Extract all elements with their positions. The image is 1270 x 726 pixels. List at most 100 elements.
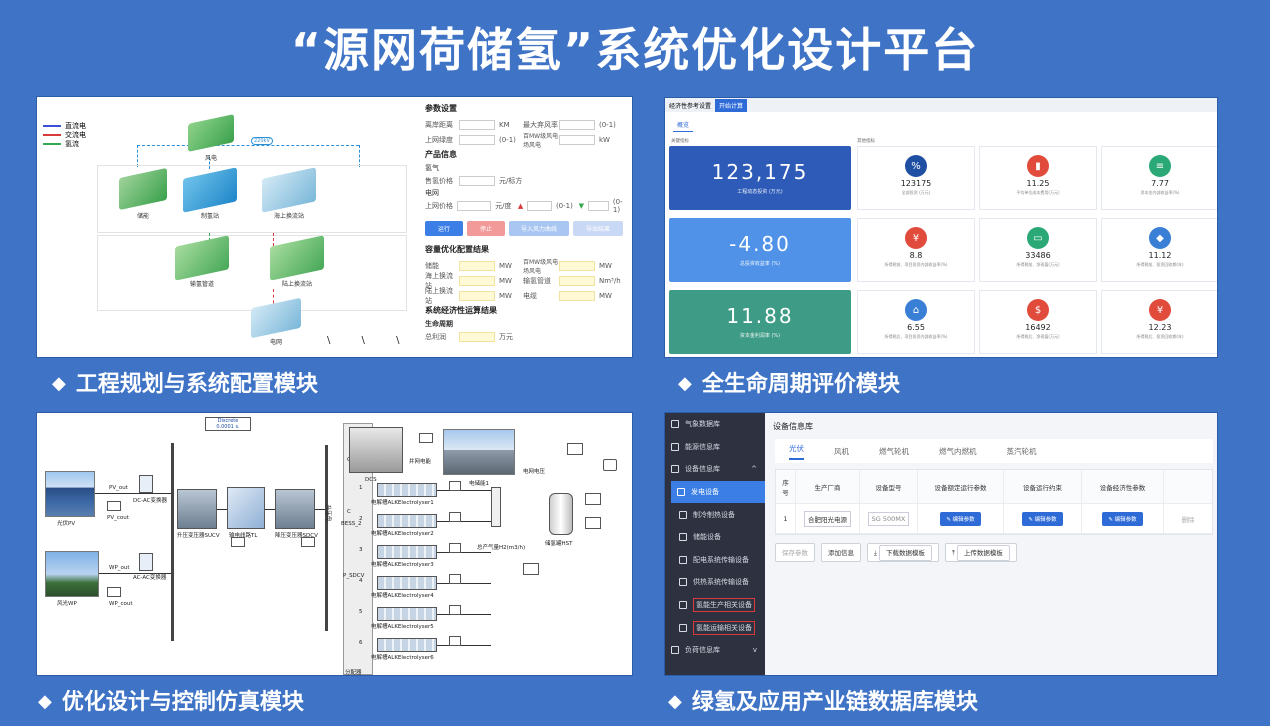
electrolyser-block[interactable]	[377, 545, 437, 559]
tab-gas-turbine[interactable]: 燃气轮机	[879, 446, 909, 456]
sidebar-item[interactable]: 能源信息库	[665, 436, 765, 459]
electrolyser-scope[interactable]	[449, 481, 461, 491]
grid-price-input[interactable]	[457, 200, 492, 211]
sidebar-item[interactable]: 发电设备	[671, 480, 765, 504]
upload-template-button[interactable]: ⤒ 上传数据模板	[944, 543, 1017, 562]
action-buttons: 运行 停止 导入风力曲线 导出结果	[425, 221, 628, 236]
sidebar-item[interactable]: 配电系统传输设备	[665, 549, 765, 572]
econ-title: 系统经济性运算结果	[425, 306, 497, 315]
params-title: 参数设置	[425, 104, 457, 113]
coins-icon: ¥	[1149, 299, 1171, 321]
db-tabs: 光伏 风机 燃气轮机 燃气内燃机 蒸汽轮机	[775, 439, 1213, 463]
sidebar-item[interactable]: 气象数据库	[665, 413, 765, 436]
electrolyser-block[interactable]	[377, 638, 437, 652]
electrolyser-scope[interactable]	[449, 636, 461, 646]
electrolyser-scope[interactable]	[449, 543, 461, 553]
sidebar-item[interactable]: 储能设备	[665, 526, 765, 549]
start-calc-button[interactable]: 开始计算	[715, 98, 748, 112]
hst-tank[interactable]	[549, 493, 573, 535]
h2-price-input[interactable]	[459, 175, 495, 186]
db-main: 设备信息库 光伏 风机 燃气轮机 燃气内燃机 蒸汽轮机 序号 生产厂商 设备型号…	[765, 413, 1217, 675]
caption-planning: ◆工程规划与系统配置模块	[52, 372, 318, 397]
electrolyser-block[interactable]	[377, 576, 437, 590]
edit-constraint-button[interactable]: ✎ 编辑参数	[1022, 511, 1063, 526]
electrolyser-block[interactable]	[377, 483, 437, 497]
electrolyser-scope[interactable]	[449, 574, 461, 584]
capacity-title: 容量优化配置结果	[425, 245, 489, 254]
menu-icon	[679, 533, 687, 542]
ac-ac-block[interactable]	[139, 553, 153, 571]
scope-2[interactable]	[523, 563, 539, 575]
curtail-input[interactable]	[559, 119, 595, 130]
electrolyser-block[interactable]	[377, 514, 437, 528]
edit-econ-button[interactable]: ✎ 编辑参数	[1102, 511, 1143, 526]
offshore-station-node: 海上换流站	[251, 167, 327, 220]
green-input[interactable]	[459, 134, 495, 145]
electrolyser-block[interactable]	[377, 607, 437, 621]
tab-wind[interactable]: 风机	[834, 446, 849, 456]
sucv-transformer[interactable]	[177, 489, 217, 529]
flow-legend: 直流电 交流电 氢流	[43, 121, 86, 148]
wind-cap-input[interactable]	[559, 134, 595, 145]
link-label: 220kV	[251, 137, 273, 145]
edit-rated-button[interactable]: ✎ 编辑参数	[940, 511, 981, 526]
equipment-table: 序号 生产厂商 设备型号 设备额定运行参数 设备运行约束 设备经济性参数 1 合…	[775, 469, 1213, 535]
electrolyser-scope[interactable]	[449, 512, 461, 522]
dcs-block[interactable]	[349, 427, 403, 473]
sidebar-item[interactable]: 制冷制热设备	[665, 503, 765, 526]
menu-icon	[677, 488, 685, 497]
distance-input[interactable]	[459, 119, 495, 130]
maker-field[interactable]: 合肥阳光电源	[804, 510, 851, 527]
bar-chart-icon: ▮	[1027, 155, 1049, 177]
box-icon: ◆	[1149, 227, 1171, 249]
onshore-station-node: 陆上换流站	[259, 235, 335, 288]
sidebar-item[interactable]: 供热系统传输设备	[665, 571, 765, 594]
grid-node: 电网	[241, 297, 311, 346]
tab-steam-turbine[interactable]: 蒸汽轮机	[1006, 446, 1037, 456]
sdcv-transformer[interactable]	[275, 489, 315, 529]
db-actions: 保存参数 添加信息 ⤓ 下载数据模板 ⤒ 上传数据模板	[775, 543, 1017, 562]
delete-button[interactable]: 删除	[1181, 515, 1195, 524]
scope-1[interactable]	[603, 459, 617, 471]
table-row: 1 合肥阳光电源 SG 500MX ✎ 编辑参数 ✎ 编辑参数 ✎ 编辑参数 删…	[776, 504, 1212, 534]
caption-simulation: ◆优化设计与控制仿真模块	[38, 690, 304, 715]
export-button[interactable]: 导出结果	[573, 221, 623, 236]
electrolyser-scope[interactable]	[449, 605, 461, 615]
download-template-button[interactable]: ⤓ 下载数据模板	[867, 543, 939, 562]
page-title: “源网荷储氢”系统优化设计平台	[290, 23, 980, 77]
add-info-button[interactable]: 添加信息	[821, 543, 861, 562]
tab-gas-engine[interactable]: 燃气内燃机	[939, 446, 977, 456]
import-wind-button[interactable]: 导入风力曲线	[509, 221, 569, 236]
model-field[interactable]: SG 500MX	[867, 511, 910, 526]
sidebar-item[interactable]: 设备信息库^	[665, 458, 765, 481]
table-header: 序号 生产厂商 设备型号 设备额定运行参数 设备运行约束 设备经济性参数	[776, 470, 1212, 504]
sidebar-item[interactable]: 氢能生产相关设备	[665, 594, 765, 617]
h2-production-node: 制氢站	[179, 167, 241, 220]
tab-pv[interactable]: 光伏	[789, 443, 804, 460]
tab-overview[interactable]: 概览	[673, 120, 694, 132]
save-params-button[interactable]: 保存参数	[775, 543, 815, 562]
menu-icon	[671, 442, 679, 451]
mux-block[interactable]	[491, 487, 501, 527]
sidebar-item[interactable]: 氢能运输相关设备	[665, 616, 765, 639]
money-bag-icon: $	[1027, 299, 1049, 321]
run-button[interactable]: 运行	[425, 221, 463, 236]
stop-button[interactable]: 停止	[467, 221, 505, 236]
dc-ac-block[interactable]	[139, 475, 153, 493]
menu-icon	[679, 601, 687, 610]
cursor-marks: \ \ \	[327, 335, 414, 346]
line-block[interactable]	[227, 487, 265, 529]
pv-image	[45, 471, 95, 517]
